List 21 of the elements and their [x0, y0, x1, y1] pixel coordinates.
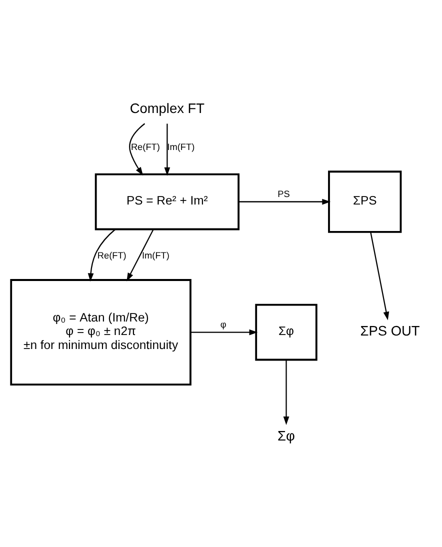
- node-box: φ₀ = Atan (Im/Re) φ = φ₀ ± n2π ±n for minimum discontinuity: [10, 279, 192, 386]
- edge-label: Re(FT): [97, 250, 126, 260]
- arrow: [190, 329, 258, 336]
- edge-label: φ: [220, 319, 226, 330]
- node-text: Complex FT: [130, 101, 205, 116]
- arrow: [283, 360, 290, 425]
- arrow: [164, 124, 170, 176]
- arrow: [88, 228, 116, 282]
- node-text: ΣPS OUT: [360, 324, 420, 339]
- edge-label: Re(FT): [130, 142, 160, 152]
- arrow: [370, 232, 390, 320]
- edge-label: Im(FT): [142, 250, 170, 260]
- node-box: PS = Re² + Im²: [94, 173, 240, 230]
- arrow: [126, 228, 154, 282]
- node-box: Σφ: [255, 304, 318, 361]
- node-text: Σφ: [278, 428, 295, 444]
- edge-label: Im(FT): [167, 142, 195, 152]
- arrow: [129, 123, 146, 176]
- node-box: ΣPS: [328, 170, 402, 233]
- arrow: [238, 198, 331, 205]
- edge-label: PS: [278, 188, 290, 199]
